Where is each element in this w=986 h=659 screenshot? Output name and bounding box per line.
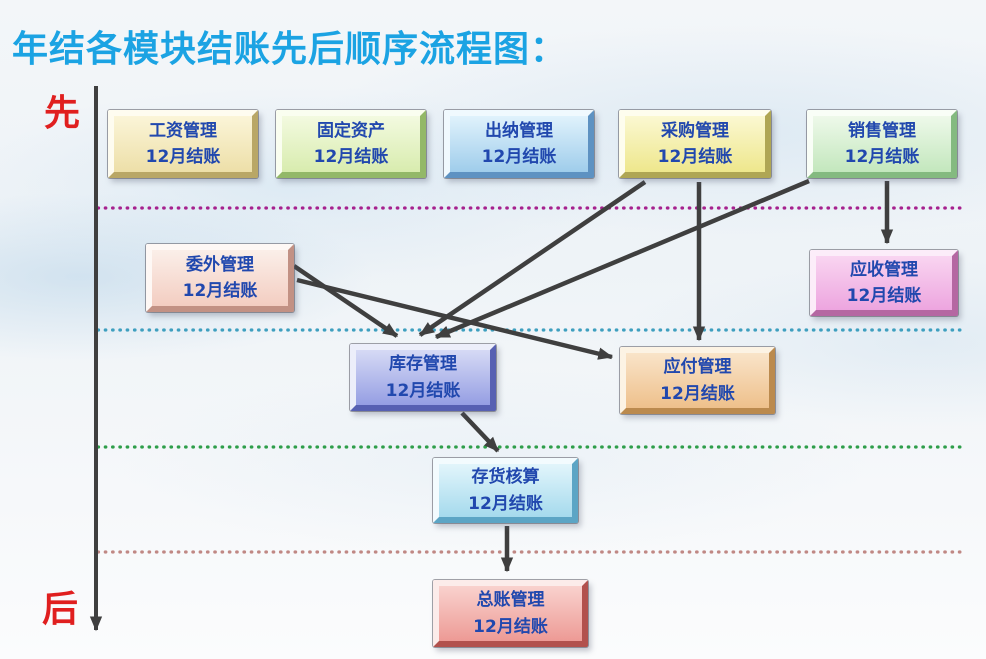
node-subtitle: 12月结账 [660,383,735,404]
node-purchase: 采购管理 12月结账 [619,110,771,178]
edge-sales-to-inventory [434,178,810,340]
node-subtitle: 12月结账 [313,147,389,167]
node-title: 销售管理 [848,120,916,141]
node-salary: 工资管理 12月结账 [108,110,258,178]
node-subtitle: 12月结账 [468,493,543,514]
node-subtitle: 12月结账 [145,147,221,167]
node-subtitle: 12月结账 [481,147,557,167]
node-title: 采购管理 [661,120,729,141]
dependency-arrows [292,178,894,573]
node-title: 总账管理 [476,590,545,611]
node-cashier: 出纳管理 12月结账 [444,110,594,178]
node-payable: 应付管理 12月结账 [620,347,775,414]
edge-outsourcing-to-inventory [292,264,399,338]
node-subtitle: 12月结账 [846,286,922,306]
node-title: 委外管理 [186,254,254,275]
node-subtitle: 12月结账 [657,147,733,167]
node-outsourcing: 委外管理 12月结账 [146,244,294,312]
node-receivable: 应收管理 12月结账 [810,250,958,316]
node-inventory: 库存管理 12月结账 [350,344,496,411]
node-subtitle: 12月结账 [385,380,461,401]
node-title: 应收管理 [850,259,918,280]
edge-outsourcing-to-payable [296,277,614,360]
node-title: 应付管理 [663,357,732,378]
node-subtitle: 12月结账 [844,147,920,167]
node-inventory-accounting: 存货核算 12月结账 [433,458,578,523]
node-title: 库存管理 [389,354,457,375]
separator-lines [96,206,966,554]
node-title: 存货核算 [471,467,540,488]
node-title: 出纳管理 [485,120,553,141]
axis-label-first: 先 [44,93,81,134]
axis-label-last: 后 [42,589,79,630]
node-fixed-assets: 固定资产 12月结账 [276,110,426,178]
node-title: 工资管理 [149,120,217,141]
page-title: 年结各模块结账先后顺序流程图： [12,29,568,70]
edge-inventory-to-inventory_accounting [460,411,500,453]
node-general-ledger: 总账管理 12月结账 [433,580,588,647]
node-subtitle: 12月结账 [182,281,258,301]
node-subtitle: 12月结账 [473,616,548,637]
edge-purchase-to-inventory [418,180,647,337]
node-title: 固定资产 [317,120,385,141]
node-sales: 销售管理 12月结账 [807,110,957,178]
